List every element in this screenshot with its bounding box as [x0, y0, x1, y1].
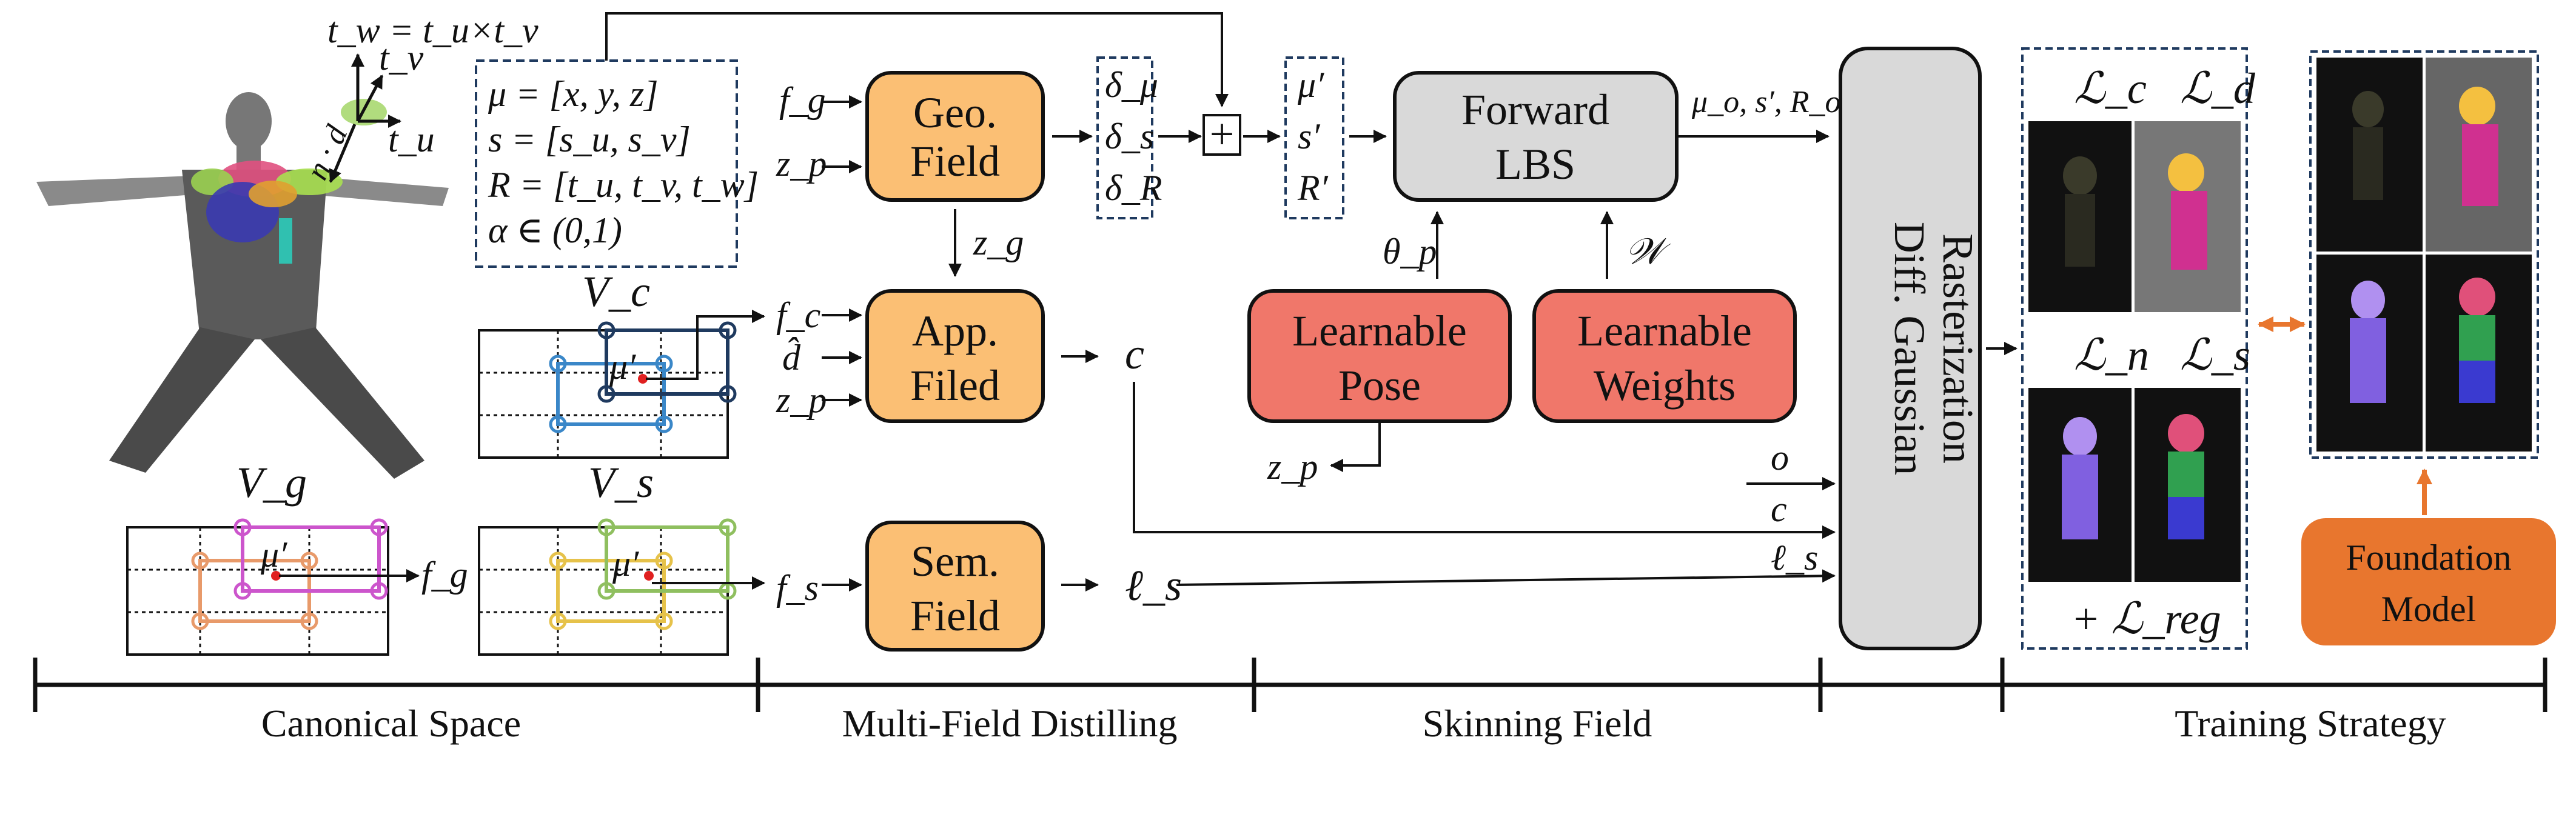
- stage-timeline: Canonical Space Multi-Field Distilling S…: [33, 658, 2547, 745]
- loss-c: ℒ_c: [2074, 64, 2147, 113]
- sem-line1: Sem.: [911, 537, 999, 585]
- lbs-output: μ_o, s′, R_o: [1691, 85, 1840, 119]
- delta-r: δ_R: [1105, 168, 1162, 208]
- prime-s: s′: [1298, 116, 1320, 156]
- ls-to-raster-arrow: [1176, 569, 1836, 586]
- vg-out: f_g: [421, 555, 468, 595]
- human-point-cloud-figure: [36, 92, 449, 479]
- tu-label: t_u: [388, 119, 435, 159]
- mu-skip-arrow: [605, 12, 1229, 107]
- stage-skinning: Skinning Field: [1423, 702, 1652, 745]
- param-mu: μ = [x, y, z]: [488, 74, 659, 114]
- app-field-block: f_c d̂ z_p App. Filed c: [776, 289, 1144, 423]
- foundation-line2: Model: [2381, 589, 2477, 629]
- raster-in-ls: ℓ_s: [1771, 538, 1818, 578]
- foundation-box: [2301, 518, 2556, 645]
- pose-line1: Learnable: [1292, 307, 1467, 355]
- sem-in-fs: f_s: [776, 568, 819, 608]
- geo-field-block: f_g z_p Geo. Field z_g: [776, 71, 1093, 277]
- vs-mu: μ′: [612, 544, 639, 584]
- geo-in-fg: f_g: [779, 80, 826, 120]
- stage-canonical: Canonical Space: [261, 702, 521, 745]
- param-r: R = [t_u, t_v, t_w]: [488, 165, 759, 205]
- tw-label: t_w = t_u×t_v: [327, 10, 538, 50]
- app-out-c: c: [1125, 330, 1144, 378]
- raster-line2: Rasterization: [1934, 233, 1982, 464]
- app-line2: Filed: [910, 361, 1000, 410]
- sem-field-block: f_s Sem. Field ℓ_s: [776, 521, 1182, 652]
- weights-line2: Weights: [1594, 361, 1736, 410]
- lbs-line2: LBS: [1495, 140, 1575, 188]
- gaussian-params-box: μ = [x, y, z] s = [s_u, s_v] R = [t_u, t…: [475, 59, 759, 268]
- loss-reg: + ℒ_reg: [2071, 595, 2221, 643]
- foundation-line1: Foundation: [2346, 538, 2511, 578]
- foundation-model-block: Foundation Model: [2301, 518, 2556, 645]
- vg-grid: V_g μ′ f_g: [126, 458, 468, 656]
- pose-line2: Pose: [1338, 361, 1421, 410]
- app-in-d: d̂: [782, 338, 801, 378]
- raster-in-o: o: [1771, 438, 1789, 478]
- sem-line2: Field: [910, 592, 1000, 640]
- vc-grid: V_c μ′: [478, 267, 765, 459]
- app-line1: App.: [912, 307, 998, 355]
- param-alpha: α ∈ (0,1): [488, 210, 622, 250]
- vs-grid: V_s μ′: [478, 458, 765, 656]
- loss-d: ℒ_d: [2180, 64, 2256, 113]
- tv-label: t_v: [379, 38, 424, 78]
- learnable-pose-block: Learnable Pose θ_p z_p: [1247, 211, 1512, 487]
- geo-line1: Geo.: [913, 88, 997, 137]
- plus-label: +: [1210, 110, 1235, 158]
- primes-box: μ′ s′ R′: [1284, 56, 1387, 219]
- vs-title: V_s: [588, 458, 654, 507]
- weights-line1: Learnable: [1577, 307, 1752, 355]
- rasterizer-box: [1839, 47, 1982, 650]
- foundation-panel: [2309, 50, 2539, 459]
- lbs-line1: Forward: [1461, 85, 1609, 134]
- weights-box: [1532, 289, 1797, 423]
- prime-mu: μ′: [1297, 65, 1324, 105]
- app-field-box: [865, 289, 1045, 423]
- pose-theta: θ_p: [1383, 232, 1437, 272]
- geo-out-zg: z_g: [973, 222, 1024, 262]
- sem-out-ls: ℓ_s: [1125, 561, 1182, 610]
- delta-s: δ_s: [1105, 116, 1154, 156]
- c-to-raster-arrow: [1133, 382, 1836, 539]
- loss-s: ℒ_s: [2180, 331, 2250, 379]
- geo-in-zp: z_p: [776, 144, 827, 184]
- app-in-zp: z_p: [776, 380, 827, 420]
- geo-field-box: [865, 71, 1045, 202]
- plus-node: +: [1202, 110, 1281, 158]
- sem-field-box: [865, 521, 1045, 652]
- pose-zp: z_p: [1267, 447, 1318, 487]
- delta-mu: δ_μ: [1105, 65, 1158, 105]
- stage-distilling: Multi-Field Distilling: [842, 702, 1178, 745]
- loss-panel: ℒ_c ℒ_d ℒ_n ℒ_s + ℒ_reg: [2021, 47, 2256, 650]
- loss-n: ℒ_n: [2074, 331, 2149, 379]
- vg-title: V_g: [236, 458, 307, 507]
- app-in-fc: f_c: [776, 295, 820, 335]
- raster-in-c: c: [1771, 489, 1787, 529]
- vc-mu: μ′: [609, 347, 636, 387]
- stage-training: Training Strategy: [2175, 702, 2446, 745]
- vc-title: V_c: [582, 267, 650, 316]
- prime-r: R′: [1297, 168, 1329, 208]
- geo-line2: Field: [910, 137, 1000, 185]
- param-s: s = [s_u, s_v]: [488, 119, 691, 159]
- rasterizer-block: Diff. Gaussian Rasterization: [1839, 47, 2018, 650]
- raster-line1: Diff. Gaussian: [1885, 222, 1934, 476]
- weights-w: 𝒲: [1625, 232, 1671, 272]
- vg-mu: μ′: [260, 535, 287, 575]
- delta-box: δ_μ δ_s δ_R: [1096, 56, 1202, 219]
- forward-lbs-block: Forward LBS μ_o, s′, R_o: [1393, 71, 1840, 202]
- learnable-weights-block: Learnable Weights 𝒲: [1532, 211, 1797, 423]
